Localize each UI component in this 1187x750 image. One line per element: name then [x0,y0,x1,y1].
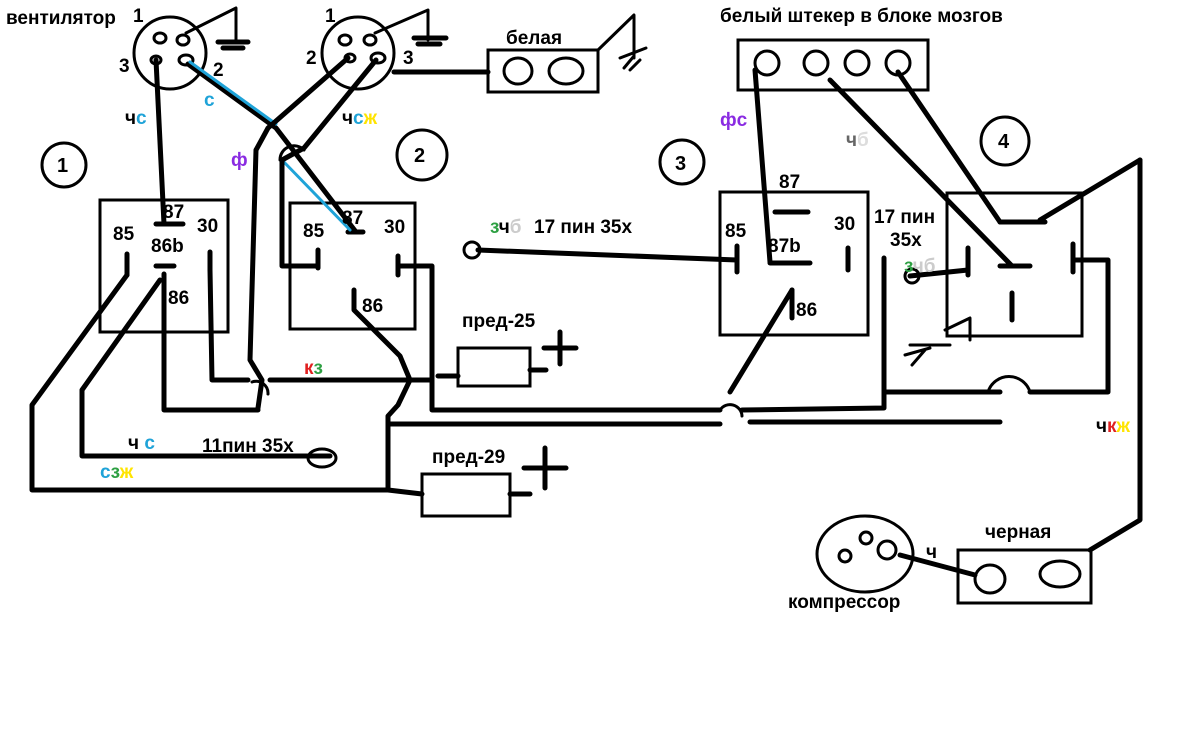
relay-number: 2 [414,145,425,167]
wires [29,55,1143,578]
pin-label: 85 [725,221,747,242]
brain-plug-label: белый штекер в блоке мозгов [720,6,1003,27]
compressor-connector [815,514,915,594]
pin-label: 86b [151,236,184,257]
pin-label: 87b [768,236,801,257]
fuse-25 [435,329,579,388]
ground-symbol [373,8,449,47]
compressor-label: компрессор [788,592,900,613]
pin-label: 2 [213,60,224,81]
white-connector [486,13,648,94]
pin17-label-line2: 35х [890,230,922,251]
pin-label: 86 [362,296,383,317]
relay-1 [40,141,230,334]
pin-label: 87 [342,208,363,229]
wire-code-szh: сзж [100,462,134,483]
wire-code-zchb: зчб [904,256,936,277]
wire-code-s: с [204,90,215,111]
pin-label: 86 [168,288,189,309]
fan-label: вентилятор [6,8,116,29]
black-connector [956,548,1093,605]
fan-connector-2 [320,15,396,91]
pin-label: 86 [796,300,817,321]
pin17-label: 17 пин 35х [534,217,632,238]
black-connector-label: черная [985,522,1051,543]
ground-symbol [184,6,251,51]
pin-label: 30 [384,217,405,238]
pin-label: 2 [306,48,317,69]
pin-label: 30 [834,214,855,235]
pin-label: 87 [779,172,800,193]
relay-number: 4 [998,131,1010,153]
wire-code-chb: чб [846,130,869,151]
wire-code-fs: фс [720,110,748,131]
wire-code-cs: чс [125,108,147,129]
pin-label: 1 [325,6,336,27]
wire-code-f: ф [231,150,248,171]
white-connector-label: белая [506,28,562,49]
pin17-label-line1: 17 пин [874,207,935,228]
wire-code-chkzh: чкж [1096,416,1131,437]
pin-label: 85 [303,221,325,242]
wire-code-csz: чсж [342,108,378,129]
relay-4 [903,115,1084,367]
wire-code-zch: зчб [490,217,522,238]
pin-label: 87 [163,202,184,223]
pin-label: 85 [113,224,135,245]
wire-code-ch-s: ч с [128,433,155,454]
fuse-25-label: пред-25 [462,311,536,332]
relay-number: 3 [675,153,686,175]
pin-label: 30 [197,216,218,237]
pin11-label: 11пин 35х [202,436,294,457]
pin-label: 1 [133,6,144,27]
pin-label: 3 [119,56,130,77]
relay-number: 1 [57,155,68,177]
pin-label: 3 [403,48,414,69]
fuse-29-label: пред-29 [432,447,505,468]
wire-code-kz: кз [304,358,323,379]
wire-code-ch: ч [926,542,937,563]
